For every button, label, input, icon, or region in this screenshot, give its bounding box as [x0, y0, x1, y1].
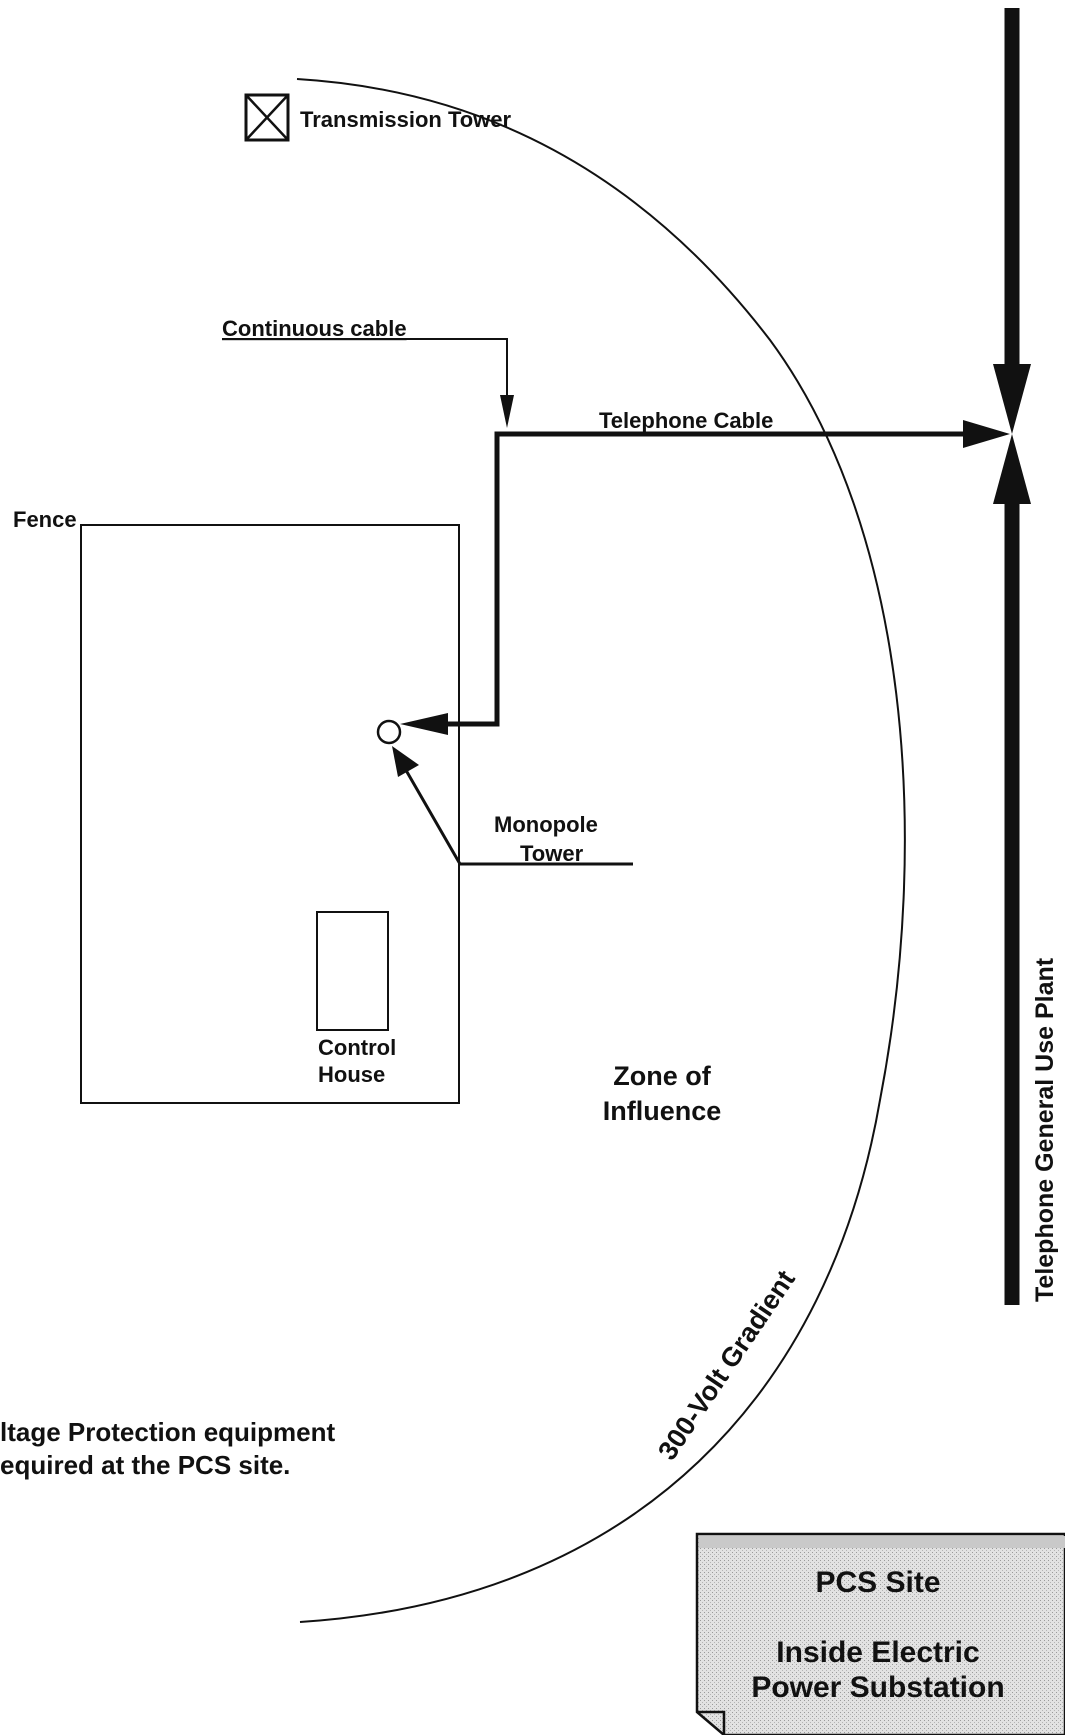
gradient-arc [296, 78, 906, 1623]
transmission-tower-label: Transmission Tower [300, 107, 512, 132]
zone-label-line1: Zone of [613, 1061, 711, 1091]
monopole-leader [401, 764, 633, 866]
zone-label-line2: Influence [603, 1096, 722, 1126]
continuous-cable-arrowhead [500, 395, 514, 428]
fence-label: Fence [13, 507, 77, 532]
telephone-plant-arrowhead-up [993, 434, 1031, 504]
control-house-label-line1: Control [318, 1035, 396, 1060]
pcs-site-title: PCS Site [815, 1566, 940, 1599]
monopole-label-line1: Monopole [494, 812, 598, 837]
continuous-cable-leader [222, 338, 508, 395]
telephone-plant-arrowhead-down [993, 364, 1031, 434]
pcs-site-subtitle-line2: Power Substation [751, 1671, 1004, 1704]
monopole-tower-icon [376, 719, 402, 745]
telephone-cable-arrowhead-right [963, 420, 1010, 448]
telephone-plant-label: Telephone General Use Plant [1031, 957, 1059, 1302]
control-house [316, 911, 389, 1031]
continuous-cable-label: Continuous cable [222, 316, 407, 341]
note-line1: ltage Protection equipment [0, 1417, 335, 1447]
transmission-tower-icon [244, 93, 290, 142]
monopole-label-line2: Tower [520, 841, 584, 866]
control-house-label-line2: House [318, 1062, 385, 1087]
telephone-cable-arrowhead-left [400, 713, 448, 735]
monopole-leader-arrowhead [392, 746, 419, 777]
fence [80, 524, 460, 1104]
telephone-cable [439, 431, 966, 727]
telephone-cable-label: Telephone Cable [599, 408, 773, 433]
pcs-site-subtitle-line1: Inside Electric [776, 1636, 979, 1669]
pcs-site-box [695, 1532, 1065, 1735]
note-line2: equired at the PCS site. [0, 1450, 290, 1480]
